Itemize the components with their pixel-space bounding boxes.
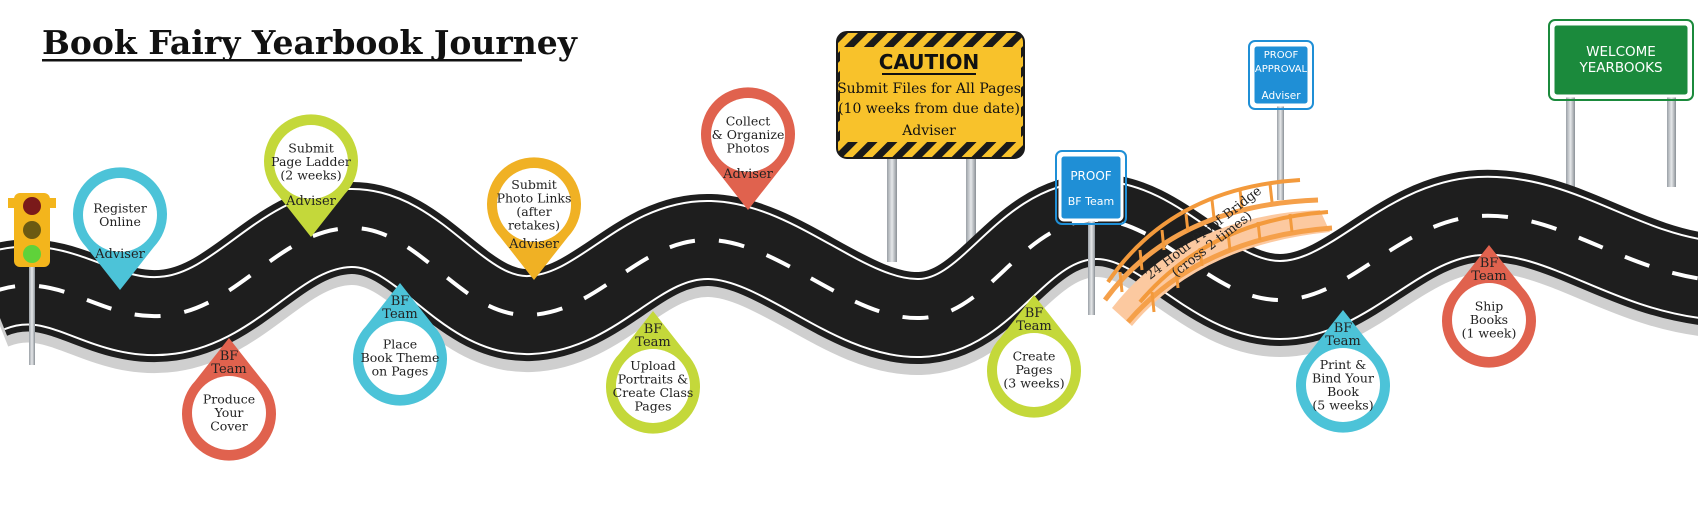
title-underline xyxy=(42,59,522,62)
pin-label-line: (3 weeks) xyxy=(1003,376,1064,391)
caution-title-underline xyxy=(882,73,976,75)
pin-role-label: Team xyxy=(1016,319,1051,334)
pin-label-line: Pages xyxy=(634,398,671,413)
pin-inner-circle xyxy=(363,321,437,395)
proof-approval-sign: PROOF APPROVAL Adviser xyxy=(1248,40,1314,110)
pin-role-label: BF xyxy=(1480,256,1499,271)
pin-inner-circle xyxy=(711,98,785,172)
pin-label-line: (1 week) xyxy=(1462,326,1517,341)
pin-label-line: Pages xyxy=(1015,362,1052,377)
pin-inner-circle xyxy=(997,333,1071,407)
proof-approval-pole xyxy=(1277,105,1284,200)
pin-label-line: (after xyxy=(516,204,551,219)
caution-title: CAUTION xyxy=(879,50,980,74)
pin-label-line: Photos xyxy=(727,141,770,156)
welcome-pole-right xyxy=(1667,92,1676,187)
pin-label-line: Collect xyxy=(726,114,771,129)
pin-inner-circle xyxy=(1452,283,1526,357)
caution-line-3: Adviser xyxy=(901,123,956,139)
pin-label-line: Photo Links xyxy=(497,190,572,205)
pin-label-line: Upload xyxy=(630,358,676,373)
pin-role-label: Adviser xyxy=(722,167,774,182)
pin-role-label: BF xyxy=(391,294,410,309)
page-title: Book Fairy Yearbook Journey xyxy=(42,23,578,62)
pin-role-label: Adviser xyxy=(285,194,337,209)
traffic-light-icon xyxy=(8,193,56,365)
pin-label-line: retakes) xyxy=(508,217,560,232)
proof-approval-line-2: APPROVAL xyxy=(1255,64,1308,75)
pin-label-line: Book xyxy=(1327,384,1359,399)
road-center-dashes xyxy=(0,213,1698,321)
proof-sign-role: BF Team xyxy=(1068,195,1114,208)
pin-role-label: Team xyxy=(382,307,417,322)
pin-inner-circle xyxy=(616,349,690,423)
journey-pins: RegisterOnlineAdviserProduceYourCoverBFT… xyxy=(72,87,1537,461)
pin-label-line: Create Class xyxy=(613,385,694,400)
pin-label-line: Ship xyxy=(1475,299,1504,314)
pin-label-line: on Pages xyxy=(372,364,429,379)
pin-role-label: BF xyxy=(1334,321,1353,336)
road xyxy=(0,169,1698,375)
pin-label-line: Your xyxy=(214,405,244,420)
pin-label-line: Register xyxy=(93,200,147,215)
pin-label-line: (5 weeks) xyxy=(1312,397,1373,412)
pin-label-line: Online xyxy=(99,214,141,229)
pin-role-label: BF xyxy=(644,322,663,337)
pin-label-line: Produce xyxy=(203,392,255,407)
pin-label-line: Page Ladder xyxy=(271,154,351,169)
caution-line-1: Submit Files for All Pages xyxy=(837,81,1021,97)
caution-pole-right xyxy=(966,150,976,262)
pin-label-line: Submit xyxy=(288,141,334,156)
welcome-sign: WELCOME YEARBOOKS xyxy=(1548,19,1694,101)
welcome-line-2: YEARBOOKS xyxy=(1578,60,1662,76)
pin-label-line: & Organize xyxy=(712,127,785,142)
pin-inner-circle xyxy=(274,125,348,199)
proof-sign: PROOF BF Team xyxy=(1055,150,1127,315)
pin-label-line: Cover xyxy=(210,419,248,434)
pin-role-label: Team xyxy=(211,362,246,377)
pin-role-label: Adviser xyxy=(508,237,560,252)
pin-label-line: Bind Your xyxy=(1312,370,1374,385)
page-title-group: Book Fairy Yearbook Journey xyxy=(42,23,578,62)
pin-role-label: Team xyxy=(635,335,670,350)
sign-poles xyxy=(887,92,1676,262)
pin-label-line: (2 weeks) xyxy=(280,168,341,183)
proof-approval-role: Adviser xyxy=(1261,90,1301,102)
welcome-line-1: WELCOME xyxy=(1586,44,1656,60)
pin-inner-circle xyxy=(497,168,571,242)
pin-label-line: Book Theme xyxy=(361,350,440,365)
pin-label-line: Submit xyxy=(511,177,557,192)
welcome-pole-left xyxy=(1566,92,1575,187)
caution-line-2: (10 weeks from due date) xyxy=(838,101,1020,117)
pin-label-line: Books xyxy=(1470,312,1508,327)
pin-label-line: Print & xyxy=(1320,357,1367,372)
pin-label-line: Create xyxy=(1013,349,1056,364)
pin-inner-circle xyxy=(1306,348,1380,422)
caution-sign: CAUTION Submit Files for All Pages (10 w… xyxy=(836,31,1025,159)
pin-role-label: Adviser xyxy=(94,247,146,262)
pin-label-line: Place xyxy=(383,337,417,352)
pin-inner-circle xyxy=(192,376,266,450)
pin-role-label: BF xyxy=(220,349,239,364)
proof-sign-pole xyxy=(1088,210,1095,315)
caution-pole-left xyxy=(887,150,897,262)
pin-inner-circle xyxy=(83,178,157,252)
pin-label-line: Portraits & xyxy=(618,371,688,386)
proof-approval-line-1: PROOF xyxy=(1264,50,1299,61)
pin-role-label: Team xyxy=(1325,334,1360,349)
pin-role-label: Team xyxy=(1471,269,1506,284)
pin-role-label: BF xyxy=(1025,306,1044,321)
proof-sign-title: PROOF xyxy=(1070,169,1111,183)
